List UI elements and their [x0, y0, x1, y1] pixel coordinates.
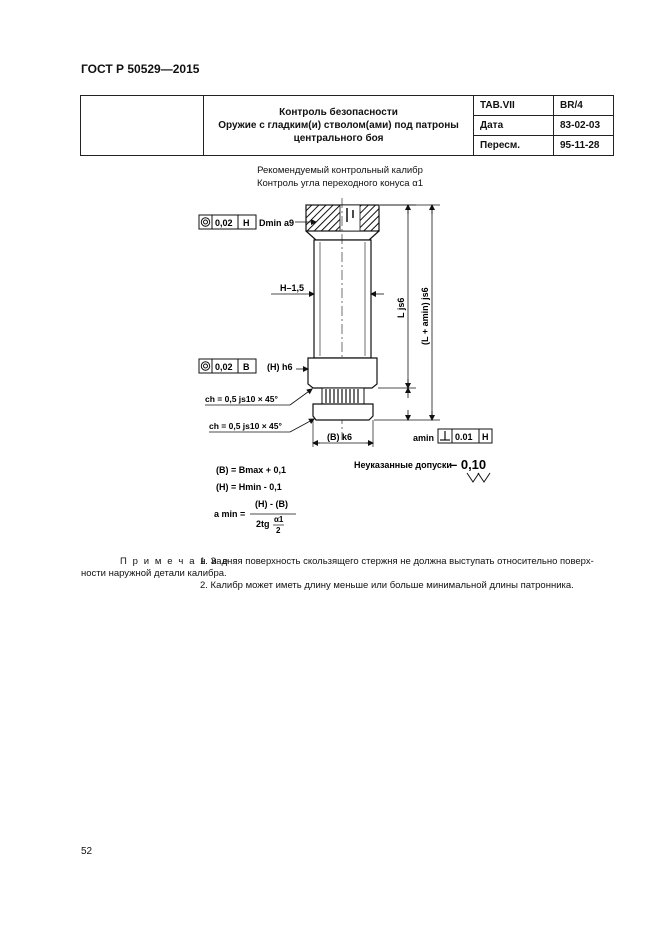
frame-bottom-label: amin: [413, 433, 434, 443]
chamfer-leader-2: ch = 0,5 js10 × 45°: [209, 418, 315, 433]
dim-L-label: L js6: [396, 298, 406, 318]
table-value-revision: 95-11-28: [553, 135, 614, 156]
title-line-2: Оружие с гладким(и) стволом(ами) под пат…: [218, 120, 459, 131]
title-line-3: центрального боя: [293, 133, 384, 144]
chamfer-1-label: ch = 0,5 js10 × 45°: [205, 394, 278, 404]
frame-mid-label: (H) h6: [267, 362, 293, 372]
notes-label: П р и м е ч а н и е :: [120, 556, 238, 567]
frame-bottom-value: 0.01: [455, 432, 473, 442]
dimension-h-1-5: H–1,5: [271, 283, 384, 297]
frame-mid-datum: B: [243, 362, 250, 372]
unspecified-tolerances: Неуказанные допуски – 0,10: [354, 457, 491, 483]
frame-top-value: 0,02: [215, 218, 233, 228]
formula-a-two: 2: [276, 526, 281, 535]
caption-line-2: Контроль угла переходного конуса α1: [256, 178, 424, 189]
frame-top-label: Dmin a9: [259, 218, 294, 228]
formula-b: (B) = Bmax + 0,1: [216, 465, 286, 475]
frame-top-datum: H: [243, 218, 250, 228]
frame-bottom-datum: H: [482, 432, 489, 442]
formula-a-numerator: (H) - (B): [255, 499, 288, 509]
figure-caption: Рекомендуемый контрольный калибр Контрол…: [150, 164, 530, 190]
page-number: 52: [81, 846, 93, 857]
control-frame-top: 0,02 H Dmin a9: [198, 214, 317, 230]
chamfer-leader-1: ch = 0,5 js10 × 45°: [205, 388, 313, 406]
formula-a-denominator: 2tg: [256, 519, 270, 529]
note-1-line-1: 1. Задняя поверхность скользящего стержн…: [200, 556, 594, 567]
dim-L-amin-label: (L + amin) js6: [420, 287, 430, 345]
header-title: Контроль безопасности Оружие с гладким(и…: [203, 95, 474, 156]
control-frame-mid: 0,02 B (H) h6: [198, 358, 309, 374]
title-line-1: Контроль безопасности: [279, 107, 398, 118]
note-2: 2. Калибр может иметь длину меньше или б…: [200, 580, 574, 591]
dim-h-label: H–1,5: [280, 283, 304, 293]
chamfer-2-label: ch = 0,5 js10 × 45°: [209, 421, 282, 431]
document-code: ГОСТ Р 50529—2015: [81, 62, 200, 76]
dimension-b-k6: (B) k6: [312, 420, 374, 447]
formula-a-alpha: α1: [274, 515, 284, 524]
surface-finish-icon: [466, 472, 491, 483]
control-frame-bottom: amin 0.01 H: [413, 428, 493, 444]
header-table: Контроль безопасности Оружие с гладким(и…: [80, 95, 614, 156]
gauge-lower-body: [307, 357, 378, 421]
tolerance-label: Неуказанные допуски: [354, 460, 452, 470]
gauge-top-head: [305, 204, 380, 241]
gauge-drawing: 0,02 H Dmin a9 H–1,5 0,02 B (H) h6 ch = …: [198, 198, 493, 535]
formulas: (B) = Bmax + 0,1 (H) = Hmin - 0,1 a min …: [214, 465, 296, 535]
dim-b-label: (B) k6: [327, 432, 352, 442]
header-empty-cell: [80, 95, 204, 156]
formula-a-lhs: a min =: [214, 509, 245, 519]
formula-h: (H) = Hmin - 0,1: [216, 482, 282, 492]
dimension-L: L js6: [378, 204, 416, 389]
caption-line-1: Рекомендуемый контрольный калибр: [257, 165, 423, 176]
tolerance-value: – 0,10: [450, 457, 486, 472]
note-1-line-2: ности наружной детали калибра.: [81, 568, 227, 579]
gauge-stem: [313, 198, 372, 440]
frame-mid-value: 0,02: [215, 362, 233, 372]
